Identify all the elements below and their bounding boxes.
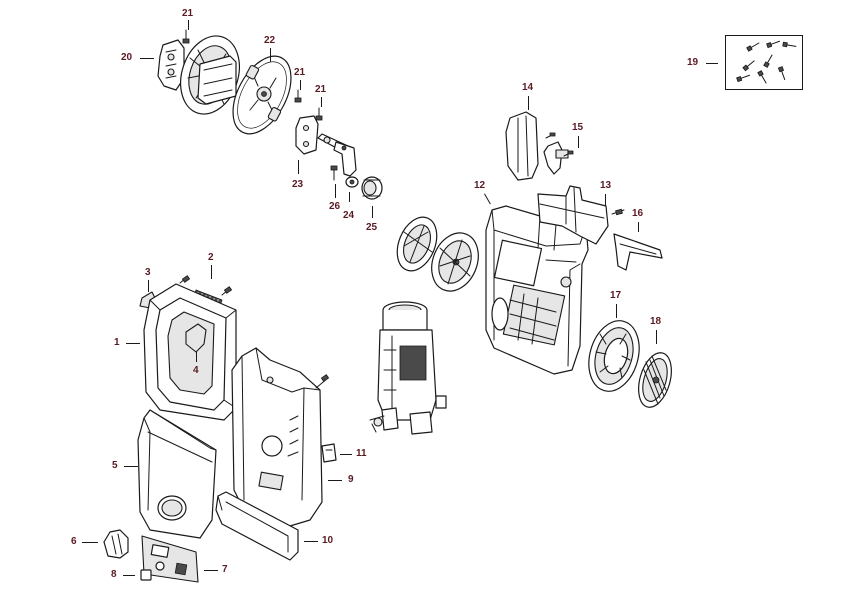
callout-13: 13 [600, 180, 612, 191]
leader-24 [349, 192, 350, 202]
wheel-17 [588, 320, 640, 392]
leader-6 [82, 542, 98, 543]
reel-crank-handle [317, 133, 357, 177]
callout-24: 24 [343, 210, 355, 221]
callout-14: 14 [522, 82, 534, 93]
leader-3 [148, 280, 149, 292]
leader-21a [188, 20, 189, 30]
screw-21-top [182, 29, 190, 44]
callout-12: 12 [474, 180, 486, 191]
callout-18: 18 [650, 316, 662, 327]
leader-22 [270, 48, 271, 62]
leader-11 [340, 454, 352, 455]
leader-4 [196, 352, 197, 362]
screws-15 [545, 132, 574, 157]
screw-kit-19 [736, 40, 797, 84]
callout-15: 15 [572, 122, 584, 133]
pump-motor-assembly [369, 301, 447, 435]
leader-21c [321, 97, 322, 107]
leader-18 [656, 330, 657, 344]
nozzle-holder-15 [543, 141, 569, 175]
leader-21b [300, 80, 301, 90]
handle-13 [537, 185, 609, 245]
callout-26: 26 [329, 201, 341, 212]
callout-23: 23 [292, 179, 304, 190]
screw-21-mid [294, 89, 302, 103]
leader-17 [616, 304, 617, 318]
callout-1: 1 [114, 337, 120, 348]
reel-bracket-23 [295, 115, 319, 155]
crank-knob-25 [361, 176, 383, 200]
crank-nut-24 [345, 176, 359, 188]
fan-cover-a [396, 216, 438, 272]
leader-9 [328, 480, 342, 481]
callout-6: 6 [71, 536, 77, 547]
leader-2 [211, 265, 212, 279]
callout-25: 25 [366, 222, 378, 233]
leader-13 [605, 194, 606, 206]
leader-10 [304, 541, 318, 542]
callout-19: 19 [687, 57, 699, 68]
leader-26 [335, 184, 336, 198]
leader-8 [123, 575, 135, 576]
screw-kit-frame [725, 35, 803, 90]
leader-14 [528, 96, 529, 110]
callout-5: 5 [112, 460, 118, 471]
hose-reel-drum [180, 35, 240, 115]
callout-3: 3 [145, 267, 151, 278]
leader-15 [578, 136, 579, 148]
screw-9-top [315, 374, 330, 389]
front-cover-1 [143, 283, 237, 421]
base-tray-10 [215, 491, 299, 561]
main-chassis-12 [485, 205, 589, 375]
leader-7 [204, 570, 218, 571]
screw-26 [330, 165, 338, 181]
switch-button-8 [140, 569, 152, 581]
fan-cover-b [431, 232, 479, 292]
leader-25 [372, 206, 373, 218]
leader-1 [126, 343, 140, 344]
gun-holder-14 [505, 111, 539, 181]
callout-21b: 21 [294, 67, 306, 78]
callout-11: 11 [356, 448, 367, 459]
callout-2: 2 [208, 252, 214, 263]
callout-22: 22 [264, 35, 276, 46]
callout-16: 16 [632, 208, 644, 219]
leader-5 [124, 466, 138, 467]
screw-2-top [179, 275, 233, 296]
callout-20: 20 [121, 52, 133, 63]
leader-16 [638, 222, 639, 232]
hubcap-18 [638, 352, 672, 408]
callout-7: 7 [222, 564, 228, 575]
callout-9: 9 [348, 474, 354, 485]
screw-13 [611, 208, 625, 216]
knob-6 [103, 529, 129, 559]
screw-21-right [315, 107, 323, 121]
leader-20 [140, 58, 154, 59]
cord-hook-16 [613, 233, 663, 271]
lower-front-panel-5 [137, 409, 217, 539]
rear-housing-9 [231, 347, 323, 527]
callout-10: 10 [322, 535, 334, 546]
callout-4: 4 [193, 365, 199, 376]
reel-wheel-22 [232, 55, 292, 135]
leader-19 [706, 63, 718, 64]
cable-clip-11 [321, 443, 337, 463]
callout-21c: 21 [315, 84, 327, 95]
callout-17: 17 [610, 290, 622, 301]
reel-bracket-20 [157, 39, 185, 91]
callout-21a: 21 [182, 8, 194, 19]
logo-badge-4 [185, 323, 207, 353]
leader-23 [298, 160, 299, 174]
switch-plate-7 [141, 535, 199, 583]
callout-8: 8 [111, 569, 117, 580]
